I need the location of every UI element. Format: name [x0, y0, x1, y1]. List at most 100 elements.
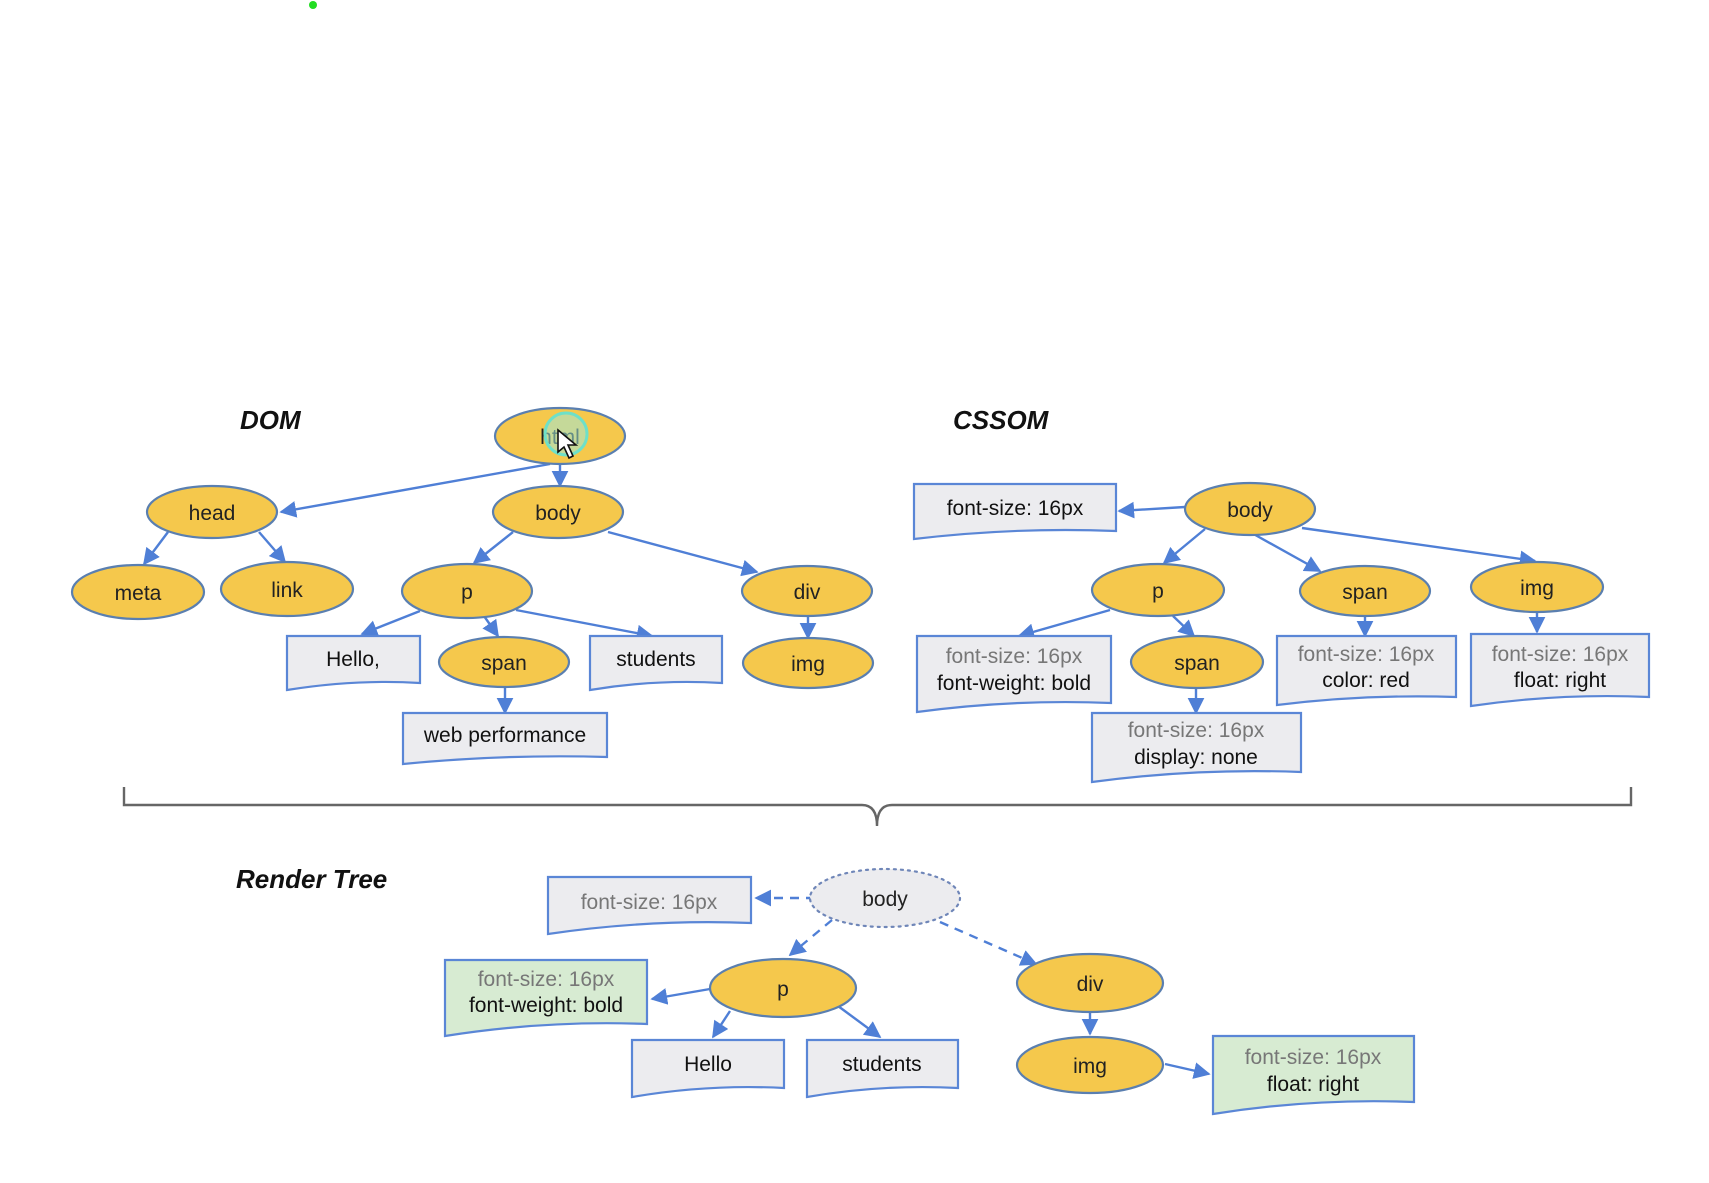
edge-render-img-style [1164, 1062, 1211, 1079]
edge-cssom-p-span [1172, 615, 1196, 638]
cssom-style-p-line2: font-weight: bold [937, 672, 1091, 695]
cssom-style-img-box [1469, 632, 1651, 708]
render-node-img-label: img [1073, 1055, 1107, 1078]
cssom-edges [1017, 501, 1546, 715]
cssom-style-span-child-line1: font-size: 16px [1128, 719, 1265, 742]
render-node-div-shape [1015, 952, 1165, 1014]
dom-title: DOM [240, 405, 302, 435]
cssom-style-span: font-size: 16px color: red [1275, 634, 1458, 707]
render-text-students-label: students [842, 1053, 921, 1076]
cssom-node-span-child: span [1129, 634, 1265, 690]
dom-node-div-label: div [794, 581, 821, 604]
render-text-students: students [805, 1038, 960, 1099]
cssom-style-body-box [912, 482, 1118, 541]
cssom-node-span-shape [1298, 564, 1432, 618]
dom-text-hello-box [285, 634, 422, 692]
dom-text-students-label: students [616, 648, 695, 671]
edge-cssom-body-p [1162, 528, 1206, 565]
render-text-hello-box [630, 1038, 786, 1099]
cssom-node-img: img [1469, 560, 1605, 614]
cssom-style-p-line1: font-size: 16px [946, 645, 1083, 668]
cssom-style-p-box [915, 634, 1113, 714]
edge-head-meta [142, 531, 169, 566]
edge-cssom-p-style [1017, 608, 1111, 640]
edge-p-students [515, 608, 654, 642]
render-style-p-line1: font-size: 16px [478, 968, 615, 991]
cssom-node-span-child-label: span [1174, 652, 1220, 675]
dom-text-webperf-label: web performance [423, 724, 586, 747]
edge-cssom-body-span [1249, 530, 1322, 573]
dom-node-meta-label: meta [115, 582, 162, 605]
dom-node-span-shape [437, 635, 571, 689]
cssom-node-p: p [1090, 562, 1226, 618]
cssom-title: CSSOM [953, 405, 1050, 435]
edge-cssom-body-style [1117, 501, 1186, 519]
edge-html-head [279, 462, 551, 518]
dom-node-body-label: body [535, 502, 581, 525]
dom-node-meta-shape [70, 563, 206, 621]
render-node-img-shape [1015, 1035, 1165, 1095]
render-style-img-box [1211, 1034, 1416, 1116]
cssom-style-span-box [1275, 634, 1458, 707]
render-style-img-line2: float: right [1267, 1073, 1359, 1096]
dom-text-webperf-box [401, 711, 609, 766]
render-node-body-label: body [862, 888, 908, 911]
render-style-body: font-size: 16px [546, 875, 753, 936]
cssom-style-span-child-line2: display: none [1134, 746, 1258, 769]
dom-node-html: html [493, 406, 627, 466]
render-style-img: font-size: 16px float: right [1211, 1034, 1416, 1116]
dom-node-body-shape [491, 484, 625, 540]
cssom-node-body-label: body [1227, 499, 1273, 522]
render-text-hello-label: Hello [684, 1053, 732, 1076]
cssom-node-span: span [1298, 564, 1432, 618]
render-style-img-line1: font-size: 16px [1245, 1046, 1382, 1069]
dom-node-img-shape [741, 636, 875, 690]
render-style-body-label: font-size: 16px [581, 891, 718, 914]
dom-node-div: div [740, 564, 874, 618]
cssom-style-img: font-size: 16px float: right [1469, 632, 1651, 708]
edge-render-p-style [650, 987, 711, 1005]
cssom-style-span-child-box [1090, 711, 1303, 784]
merge-brace [122, 787, 1633, 827]
cssom-node-p-shape [1090, 562, 1226, 618]
dom-node-span: span [437, 635, 571, 689]
dom-node-img: img [741, 636, 875, 690]
dom-node-body: body [491, 484, 625, 540]
dom-node-meta: meta [70, 563, 206, 621]
render-edges [650, 889, 1211, 1079]
dom-edges [142, 462, 817, 715]
cssom-style-span-child: font-size: 16px display: none [1090, 711, 1303, 784]
dom-node-p-label: p [461, 581, 473, 604]
render-style-body-box [546, 875, 753, 936]
cssom-node-body: body [1183, 481, 1317, 537]
dom-node-p: p [400, 562, 534, 620]
edge-render-p-students [837, 1005, 882, 1038]
dom-node-p-shape [400, 562, 534, 620]
dom-node-img-label: img [791, 653, 825, 676]
render-node-p: p [708, 957, 858, 1019]
edge-cssom-body-img [1301, 526, 1537, 568]
render-text-hello: Hello [630, 1038, 786, 1099]
cssom-node-p-label: p [1152, 580, 1164, 603]
cursor-arrow-icon [557, 428, 579, 460]
edge-render-body-p [788, 919, 833, 957]
render-node-div-label: div [1077, 973, 1104, 996]
cssom-node-img-label: img [1520, 577, 1554, 600]
edge-body-p [472, 531, 514, 565]
edge-render-p-hello [711, 1010, 732, 1039]
dom-text-students: students [588, 634, 724, 692]
cssom-style-img-line1: font-size: 16px [1492, 643, 1629, 666]
render-node-p-shape [708, 957, 858, 1019]
cssom-node-span-label: span [1342, 581, 1388, 604]
cssom-style-p: font-size: 16px font-weight: bold [915, 634, 1113, 714]
cssom-style-span-line1: font-size: 16px [1298, 643, 1435, 666]
edge-p-hello [360, 609, 421, 637]
dom-node-link-label: link [271, 579, 303, 602]
render-node-img: img [1015, 1035, 1165, 1095]
cssom-style-body: font-size: 16px [912, 482, 1118, 541]
dom-node-head-shape [145, 484, 279, 540]
edge-head-link [258, 531, 287, 564]
render-tree-title: Render Tree [236, 864, 387, 894]
render-text-students-box [805, 1038, 960, 1099]
